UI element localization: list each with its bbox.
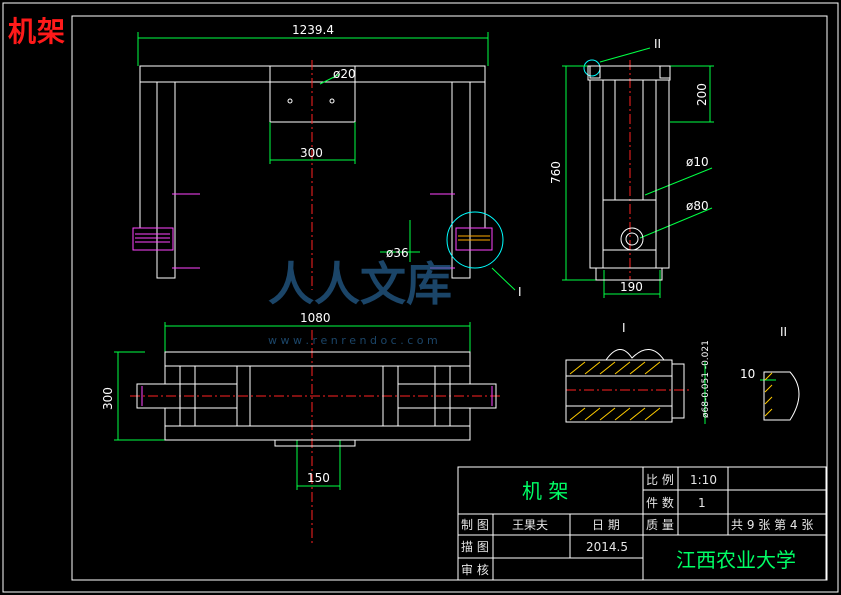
side-view <box>587 65 671 281</box>
dim-side-height: 760 <box>549 161 563 184</box>
dim-pin-dia: ø36 <box>386 246 409 260</box>
plan-view <box>136 351 497 447</box>
dimension-lines <box>114 32 776 490</box>
tb-date-label: 日 期 <box>592 518 620 532</box>
dim-detail-i: ø68-0.051 -0.021 <box>701 340 711 418</box>
detail-i <box>565 349 685 423</box>
tb-mass-label: 质 量 <box>646 518 674 532</box>
dim-side-top: 200 <box>695 83 709 106</box>
center-lines <box>130 60 690 545</box>
tb-trace-label: 描 图 <box>461 540 489 554</box>
tb-scale-label: 比 例 <box>646 473 674 487</box>
tb-school: 江西农业大学 <box>676 548 796 572</box>
front-view-hatch <box>135 193 455 269</box>
tb-date-value: 2014.5 <box>586 540 628 554</box>
dim-top-width: 1239.4 <box>292 23 334 37</box>
watermark-logo: 人人文库 <box>268 257 452 311</box>
label-roman-ii-callout: II <box>654 37 661 51</box>
drawing-title-overlay: 机架 <box>8 15 67 48</box>
detail-i-hatch <box>569 361 661 421</box>
inner-border <box>71 15 828 581</box>
dim-side-d80: ø80 <box>686 199 709 213</box>
label-roman-i-top: I <box>622 321 626 335</box>
title-block-grid <box>457 466 827 581</box>
detail-circle-ii <box>583 59 601 77</box>
tb-scale-value: 1:10 <box>690 473 717 487</box>
tb-drawn-name: 王果夫 <box>512 518 548 532</box>
tb-sheets: 共 9 张 第 4 张 <box>731 518 813 532</box>
detail-ii <box>763 371 800 421</box>
detail-ii-hatch <box>764 372 773 417</box>
label-roman-ii-top: II <box>780 325 787 339</box>
dim-plan-height: 300 <box>101 387 115 410</box>
watermark-url: w w w . r e n r e n d o c . c o m <box>268 334 438 347</box>
tb-part-name: 机 架 <box>522 479 568 503</box>
dim-side-d10: ø10 <box>686 155 709 169</box>
dim-hole-dia: ø20 <box>333 67 356 81</box>
dim-plan-center: 150 <box>307 471 330 485</box>
dim-plate-width: 300 <box>300 146 323 160</box>
label-roman-i-callout: I <box>518 285 522 299</box>
dim-side-width: 190 <box>620 280 643 294</box>
tb-review-label: 审 核 <box>461 562 489 577</box>
tb-drawn-label: 制 图 <box>461 518 489 532</box>
dim-plan-width: 1080 <box>300 311 331 325</box>
front-view-hatch-orange <box>458 235 490 241</box>
tb-qty-value: 1 <box>698 496 706 510</box>
detail-circle-i <box>446 211 504 269</box>
tb-qty-label: 件 数 <box>646 495 674 510</box>
dim-detail-ii: 10 <box>740 367 755 381</box>
plan-view-accents <box>141 386 493 406</box>
